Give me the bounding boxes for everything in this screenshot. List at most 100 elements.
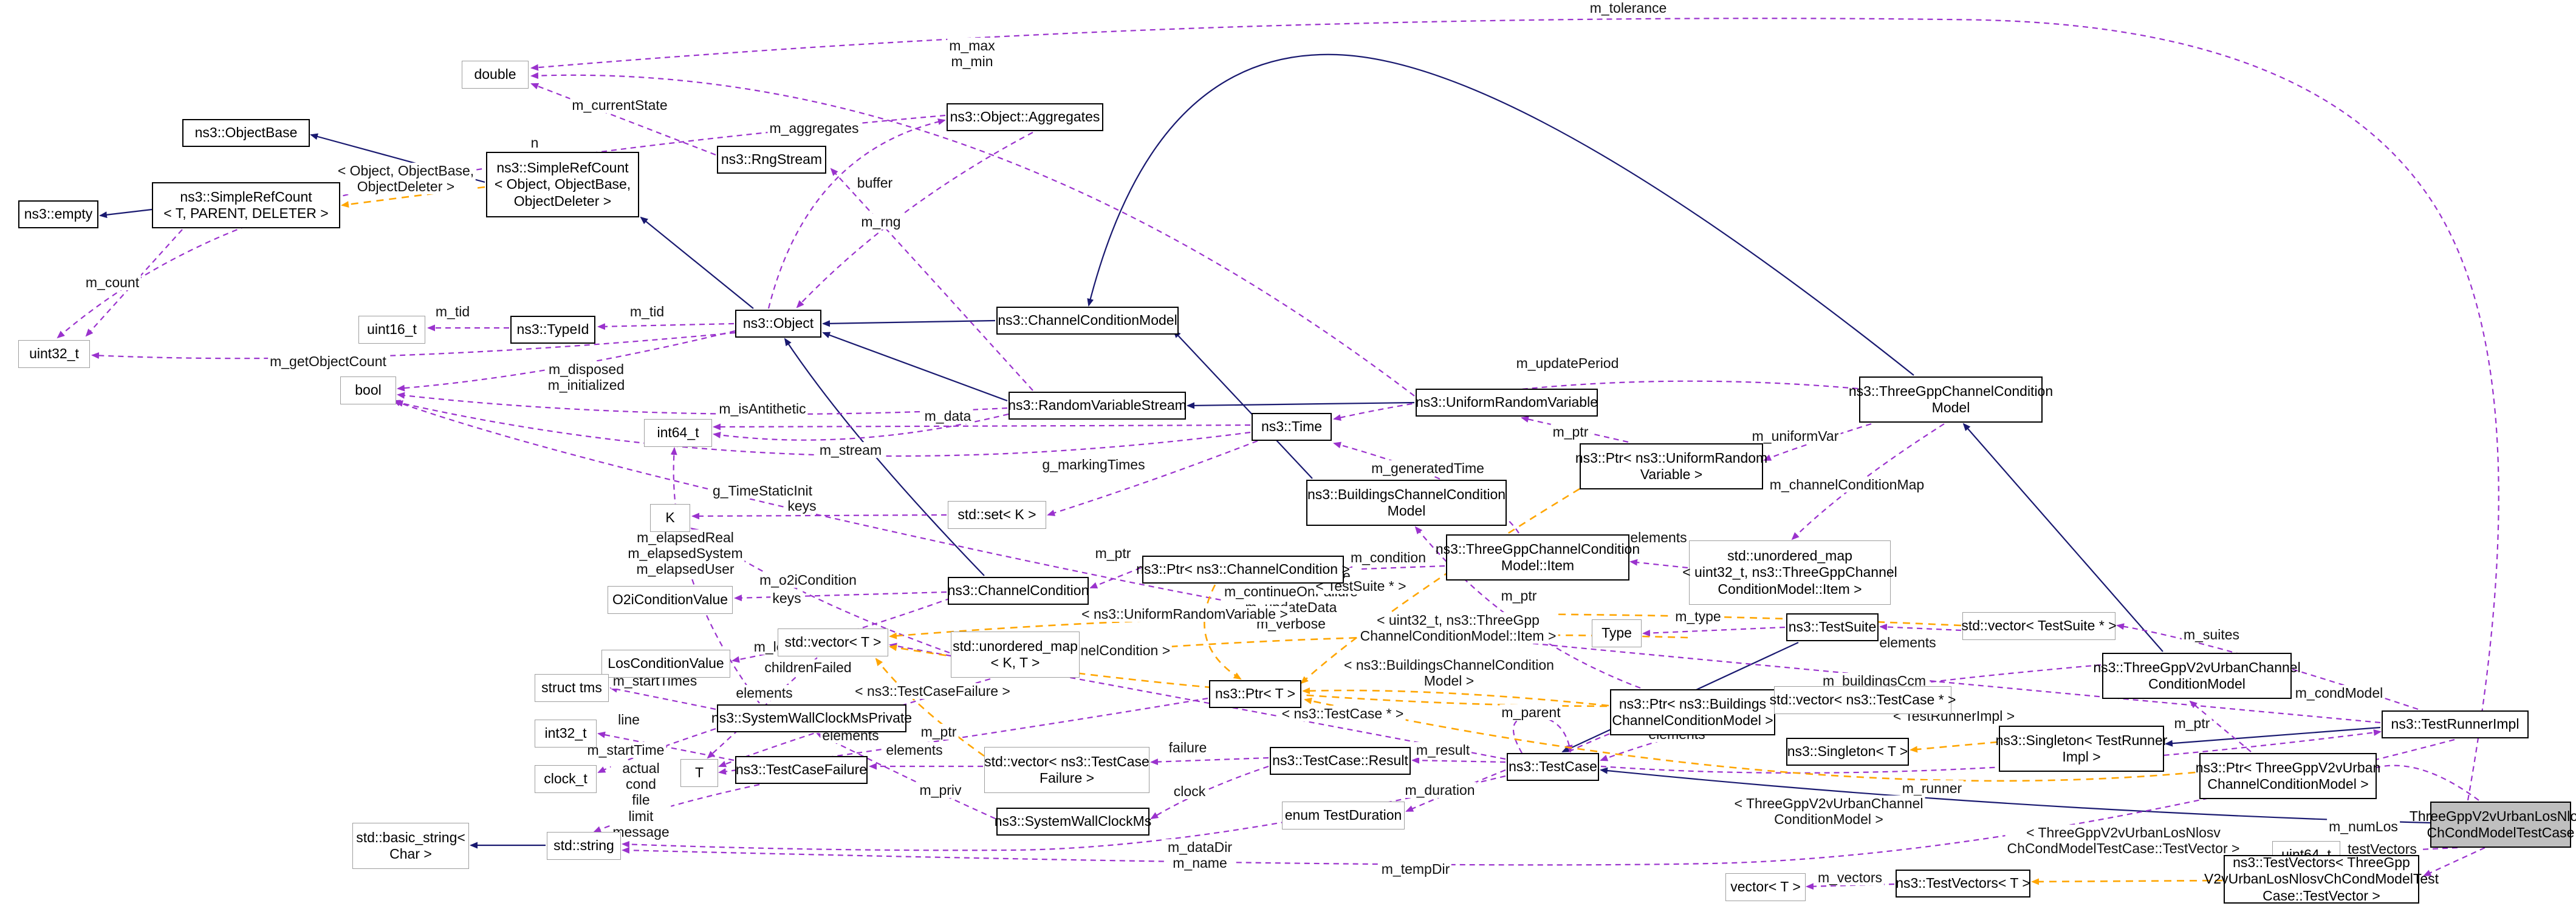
edge-label-member-buffer: buffer (855, 175, 895, 191)
node-basic-string[interactable]: std::basic_string<Char > (352, 823, 469, 869)
node-bool[interactable]: bool (340, 376, 396, 404)
node-losconditionvalue[interactable]: LosConditionValue (601, 650, 730, 678)
node-T[interactable]: T (680, 759, 718, 787)
edge-inherit-object-simplerefcountobj (640, 216, 754, 309)
edge-label-member-m-getobjectcount: m_getObjectCount (268, 353, 388, 370)
edge-label-member-m-updateperiod: m_updatePeriod (1514, 355, 1621, 372)
edge-label-member-elements-item: elements (1628, 530, 1689, 546)
node-string[interactable]: std::string (547, 832, 621, 860)
node-uint32[interactable]: uint32_t (18, 340, 90, 368)
node-object[interactable]: ns3::Object (735, 310, 821, 338)
node-vector-t[interactable]: std::vector< T > (778, 628, 888, 656)
node-clock-t[interactable]: clock_t (535, 765, 597, 793)
edge-label-member-m-o2icondition: m_o2iCondition (758, 572, 858, 588)
edge-member-elements-vectc (1600, 710, 1775, 761)
edge-member-m-tid-object (597, 322, 735, 330)
node-testcasefailure[interactable]: ns3::TestCaseFailure (735, 756, 868, 784)
edge-member-m-uniformvar (1763, 423, 1872, 462)
node-singleton-t[interactable]: ns3::Singleton< T > (1786, 738, 1909, 766)
node-testrunnerimpl[interactable]: ns3::TestRunnerImpl (2382, 710, 2529, 738)
edge-label-member-m-count: m_count (83, 274, 142, 291)
edge-inherit-channelcondition-object (784, 338, 985, 576)
edge-member-m-isantithetic (397, 392, 1008, 415)
edge-label-member-m-duration: m_duration (1403, 782, 1477, 799)
node-systemwallclockmsprivate[interactable]: ns3::SystemWallClockMsPrivate (711, 704, 912, 732)
node-int32[interactable]: int32_t (535, 720, 597, 748)
node-unordered-map-kt[interactable]: std::unordered_map< K, T > (951, 632, 1080, 678)
edge-member-m-starttimes (609, 686, 716, 710)
node-int64[interactable]: int64_t (644, 419, 712, 447)
edge-tmpl-singleton (1910, 741, 1998, 753)
node-ptr-t[interactable]: ns3::Ptr< T > (1209, 680, 1301, 708)
edge-member-m-updateperiod (1333, 380, 1858, 421)
node-objectbase[interactable]: ns3::ObjectBase (182, 119, 310, 147)
node-randomvariablestream[interactable]: ns3::RandomVariableStream (1008, 392, 1187, 420)
edge-label-member-m-buildingsccm: m_buildingsCcm (1820, 673, 1928, 689)
node-simplerefcount-t[interactable]: ns3::SimpleRefCount< T, PARENT, DELETER … (152, 182, 340, 228)
node-systemwallclockms[interactable]: ns3::SystemWallClockMs (995, 808, 1151, 836)
edge-member-m-ptr-v2v (2189, 700, 2252, 752)
node-double[interactable]: double (462, 61, 529, 89)
node-empty[interactable]: ns3::empty (18, 200, 98, 228)
edge-label-member-keys-set: keys (786, 498, 818, 514)
node-testsuite[interactable]: ns3::TestSuite (1786, 613, 1879, 641)
node-set-k[interactable]: std::set< K > (948, 501, 1046, 529)
node-K[interactable]: K (650, 504, 690, 532)
node-vector-testcase[interactable]: std::vector< ns3::TestCase * > (1770, 686, 1956, 714)
node-rngstream[interactable]: ns3::RngStream (717, 146, 826, 174)
edge-tmpl-testvectors (2031, 878, 2223, 885)
node-object-aggregates[interactable]: ns3::Object::Aggregates (947, 103, 1103, 131)
node-type[interactable]: Type (1592, 619, 1642, 647)
edge-tmpl-ptr-urv (1300, 488, 1580, 684)
node-time[interactable]: ns3::Time (1252, 413, 1332, 441)
edge-member-m-ptr-urv (1521, 416, 1629, 443)
edge-inherit-v2vccm-threegppccm (1962, 423, 2163, 652)
edge-label-member-m-channelconditionmap: m_channelConditionMap (1767, 477, 1927, 493)
node-enum-testduration[interactable]: enum TestDuration (1282, 802, 1405, 829)
edge-inherit-testcasehighlight-testcase (1600, 767, 2431, 824)
node-channelcondition[interactable]: ns3::ChannelCondition (948, 577, 1089, 605)
node-struct-tms[interactable]: struct tms (535, 674, 609, 702)
edge-label-member-m-uniformvar: m_uniformVar (1750, 428, 1841, 444)
node-testcase[interactable]: ns3::TestCase (1507, 753, 1599, 781)
node-unordered-map-item[interactable]: std::unordered_map< uint32_t, ns3::Three… (1682, 540, 1897, 605)
node-vector-testsuite[interactable]: std::vector< TestSuite * > (1961, 612, 2117, 640)
node-uniformrandomvariable[interactable]: ns3::UniformRandomVariable (1416, 389, 1598, 417)
node-testcase-result[interactable]: ns3::TestCase::Result (1270, 747, 1411, 775)
edge-member-m-condmodel (2367, 765, 2479, 801)
edge-label-tmpl-vector-testcase: < ns3::TestCase * > (1279, 706, 1406, 722)
node-simplerefcount-object[interactable]: ns3::SimpleRefCount< Object, ObjectBase,… (486, 152, 639, 217)
node-channelconditionmodel[interactable]: ns3::ChannelConditionModel (996, 307, 1179, 335)
node-testvectors-t[interactable]: ns3::TestVectors< T > (1896, 870, 2030, 897)
node-vector-t2[interactable]: vector< T > (1725, 873, 1806, 901)
edge-inherit-urv-rvs (1187, 401, 1415, 409)
edge-member-line (597, 731, 735, 761)
node-uint16[interactable]: uint16_t (358, 316, 425, 344)
edge-label-member-m-priv: m_priv (917, 782, 964, 799)
edge-label-member-failure: failure (1166, 740, 1209, 756)
node-o2iconditionvalue[interactable]: O2iConditionValue (608, 586, 733, 614)
edge-label-tmpl-vector-testsuite: < TestSuite * > (1314, 578, 1408, 594)
edge-label-member-elements-vect-t: elements (734, 685, 795, 701)
node-ptr-channelcondition[interactable]: ns3::Ptr< ns3::ChannelCondition > (1136, 556, 1350, 584)
edge-inherit-threegppccm-ccm (1087, 53, 1914, 376)
edge-tmpl-ptr-buildings (1302, 687, 1609, 707)
node-typeid[interactable]: ns3::TypeId (510, 316, 595, 344)
edge-label-member-m-runner: m_runner (1900, 780, 1964, 797)
